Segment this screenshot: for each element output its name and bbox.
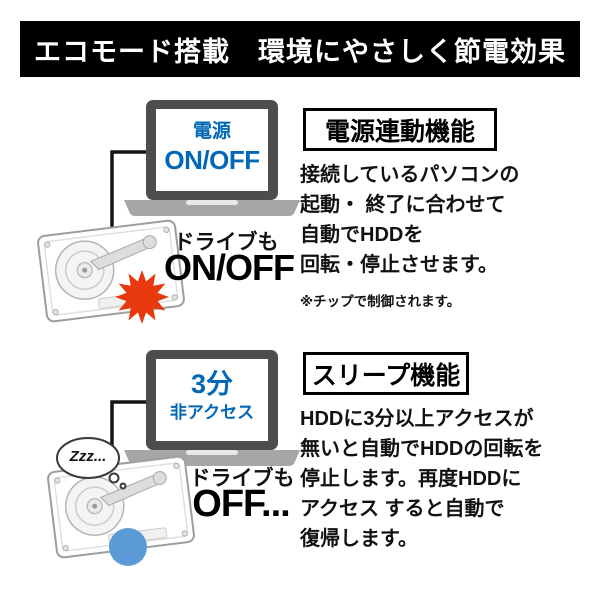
drive2-caption: ドライブも <box>189 467 295 490</box>
feature2-title: スリープ機能 <box>311 361 461 390</box>
power-burst-icon <box>115 270 169 324</box>
laptop2-screen-minutes-label: 3分 <box>190 369 234 399</box>
drive2-state: OFF... <box>192 483 290 525</box>
laptop1-screen-text: 電源 ON/OFF <box>156 120 268 176</box>
sleep-zzz-bubble-icon <box>56 437 127 490</box>
feature1-body-line: 起動・ 終了に合わせて <box>300 194 506 216</box>
header-title: エコモード搭載 環境にやさしく節電効果 <box>34 36 566 67</box>
zzz-label: Zzz... <box>69 448 107 465</box>
feature1-title: 電源連動機能 <box>324 117 475 146</box>
feature1-body: 接続しているパソコンの 起動・ 終了に合わせて 自動でHDDを 回転・停止させま… <box>300 160 550 280</box>
feature2-body-line: 復帰します。 <box>300 528 418 550</box>
feature2-body-line: アクセス すると自動で <box>300 498 505 520</box>
feature2-body-line: 停止します。再度HDDに <box>300 468 522 490</box>
feature2-body-line: 無いと自動でHDDの回転を <box>300 438 544 460</box>
drive1-state: ON/OFF <box>164 247 295 288</box>
feature1-note: ※チップで制御されます。 <box>300 294 461 309</box>
laptop2-screen-text: 3分 非アクセス <box>156 368 268 423</box>
feature2-body-line: HDDに3分以上アクセスが <box>300 408 534 430</box>
feature2-body: HDDに3分以上アクセスが 無いと自動でHDDの回転を 停止します。再度HDDに… <box>300 404 555 554</box>
laptop2-screen-noaccess-label: 非アクセス <box>169 402 255 422</box>
feature1-title-box: 電源連動機能 <box>303 108 497 151</box>
feature2-title-box: スリープ機能 <box>303 352 469 395</box>
laptop1-screen-power-label: 電源 <box>192 121 231 142</box>
feature1-body-line: 接続しているパソコンの <box>300 164 520 186</box>
feature1-body-line: 自動でHDDを <box>300 224 424 246</box>
sleep-stop-dot-icon <box>109 528 147 566</box>
laptop1-screen-onoff-label: ON/OFF <box>164 144 260 175</box>
feature1-body-line: 回転・停止させます。 <box>300 254 498 276</box>
power-cable-1 <box>110 150 149 240</box>
drive1-caption: ドライブも <box>173 231 279 254</box>
header-banner: エコモード搭載 環境にやさしく節電効果 <box>20 21 580 77</box>
